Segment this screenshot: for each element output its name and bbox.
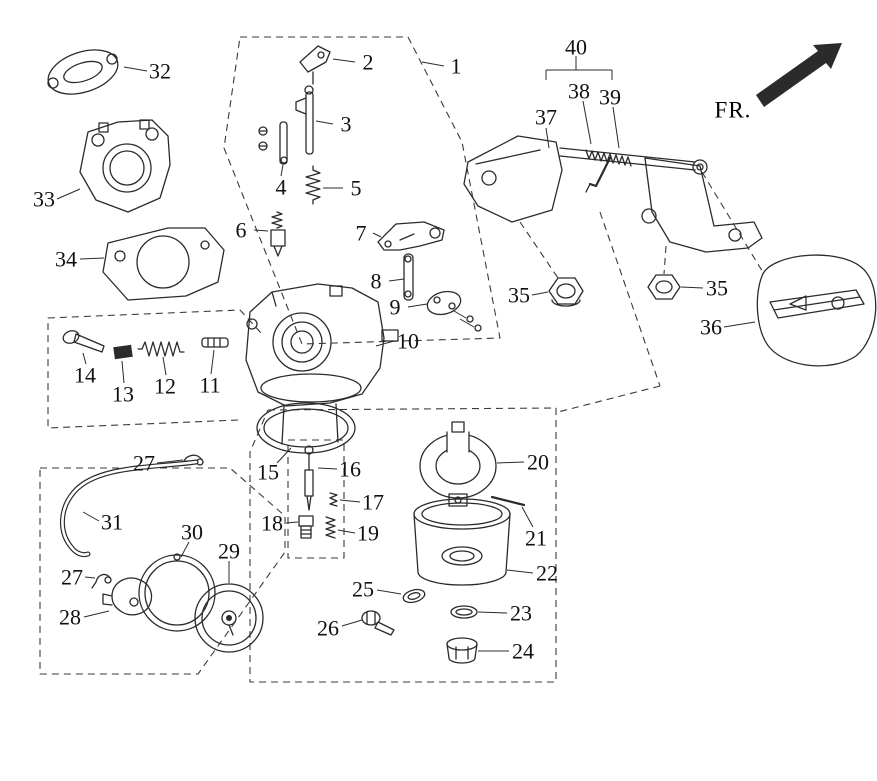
front-direction-label: FR. <box>715 98 752 123</box>
part-label-5: 5 <box>351 176 362 201</box>
part-20-drawing <box>419 421 497 507</box>
part-label-1: 1 <box>451 54 462 79</box>
part-34-drawing <box>102 227 225 301</box>
part-22-drawing <box>413 498 511 586</box>
part-32-drawing <box>47 49 119 95</box>
part-label-30: 30 <box>181 520 203 545</box>
part-21-drawing <box>490 495 526 507</box>
part-label-11: 11 <box>199 373 220 398</box>
part-label-33: 33 <box>33 187 55 212</box>
part-29-drawing <box>194 583 264 653</box>
part-16-drawing <box>304 445 314 511</box>
part-28-drawing <box>102 577 153 616</box>
part-label-32: 32 <box>149 59 171 84</box>
part-label-9: 9 <box>390 295 401 320</box>
part-8-drawing <box>403 253 414 301</box>
part-7-drawing <box>377 221 445 251</box>
part-label-37: 37 <box>535 105 557 130</box>
part-15-drawing <box>256 402 356 454</box>
part-31-drawing <box>59 459 199 558</box>
part-label-34: 34 <box>55 247 77 272</box>
part-label-40: 40 <box>565 35 587 60</box>
part-11-drawing <box>201 337 229 348</box>
part-label-21: 21 <box>525 526 547 551</box>
part-17-drawing <box>329 492 338 507</box>
part-label-24: 24 <box>512 639 534 664</box>
part-label-18: 18 <box>261 511 283 536</box>
part-5-drawing <box>305 165 321 205</box>
part-26-drawing <box>361 610 395 636</box>
part-label-31: 31 <box>101 510 123 535</box>
part-label-8: 8 <box>371 269 382 294</box>
part-label-17: 17 <box>362 490 384 515</box>
part-30-drawing <box>138 553 216 632</box>
part-label-25: 25 <box>352 577 374 602</box>
part-12-drawing <box>137 341 185 357</box>
part-37-drawing <box>463 135 763 253</box>
part-label-12: 12 <box>154 374 176 399</box>
part-label-38: 38 <box>568 79 590 104</box>
part-label-23: 23 <box>510 601 532 626</box>
part-label-15: 15 <box>257 460 279 485</box>
part-label-10: 10 <box>397 329 419 354</box>
part-label-3: 3 <box>341 112 352 137</box>
part-label-29: 29 <box>218 539 240 564</box>
part-23-drawing <box>450 605 478 619</box>
part-13-drawing <box>113 344 133 360</box>
part-4-drawing <box>258 121 288 165</box>
part-label-35a: 35 <box>508 283 530 308</box>
part-33-drawing <box>79 119 171 213</box>
part-9-drawing <box>426 290 482 332</box>
part-25-drawing <box>402 588 426 604</box>
part-6-drawing <box>270 211 286 257</box>
part-label-19: 19 <box>357 521 379 546</box>
part-18-drawing <box>298 515 314 539</box>
part-label-35b: 35 <box>706 276 728 301</box>
leader-lines <box>56 58 756 652</box>
part-label-27b: 27 <box>61 565 83 590</box>
part-label-28: 28 <box>59 605 81 630</box>
part-38-39-drawing <box>559 147 708 193</box>
part-19-drawing <box>325 516 336 539</box>
part-3-drawing <box>295 85 314 155</box>
part-27b-drawing <box>91 573 112 589</box>
part-label-2: 2 <box>363 50 374 75</box>
part-label-4: 4 <box>276 175 287 200</box>
part-36-drawing <box>756 254 877 367</box>
part-label-13: 13 <box>112 382 134 407</box>
part-label-6: 6 <box>236 218 247 243</box>
part-40-connector <box>545 56 613 80</box>
part-label-20: 20 <box>527 450 549 475</box>
part-35b-drawing <box>647 274 681 300</box>
dashed-group-boxes <box>39 36 765 683</box>
part-24-drawing <box>446 637 478 664</box>
part-label-16: 16 <box>339 457 361 482</box>
part-label-7: 7 <box>356 221 367 246</box>
part-10-drawing <box>245 283 399 445</box>
part-label-26: 26 <box>317 616 339 641</box>
part-label-39: 39 <box>599 85 621 110</box>
part-35a-drawing <box>548 277 584 307</box>
part-label-27a: 27 <box>133 451 155 476</box>
part-labels: 1 2 3 4 5 6 7 8 9 10 11 12 13 14 15 16 1… <box>33 35 752 664</box>
front-direction-arrow <box>756 43 842 107</box>
part-14-drawing <box>62 330 105 353</box>
part-label-22: 22 <box>536 561 558 586</box>
part-2-drawing <box>299 45 331 85</box>
part-label-36: 36 <box>700 315 722 340</box>
part-label-14: 14 <box>74 363 96 388</box>
